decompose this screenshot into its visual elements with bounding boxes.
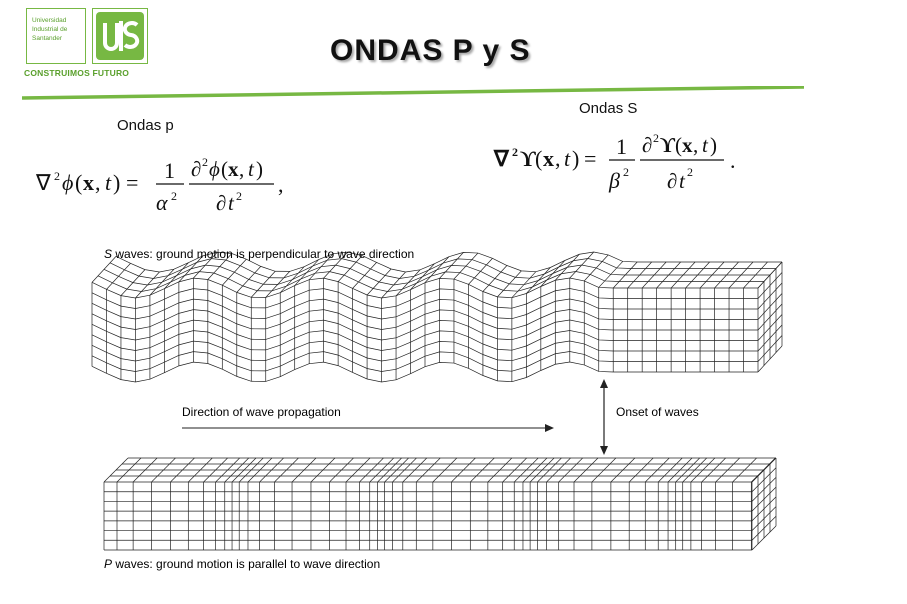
svg-text:(: ( <box>535 146 542 171</box>
svg-text:): ) <box>256 157 263 181</box>
uis-emblem-icon <box>92 8 148 64</box>
svg-text:=: = <box>126 170 138 195</box>
page-title: ONDAS P y S <box>330 34 531 67</box>
label-p-waves: Ondas p <box>117 117 174 134</box>
svg-text:t: t <box>228 191 235 215</box>
svg-text:∂: ∂ <box>667 169 677 193</box>
svg-text:2: 2 <box>687 165 693 179</box>
svg-text:2: 2 <box>236 189 242 203</box>
svg-text:t: t <box>679 169 686 193</box>
logo-text-box: Universidad Industrial de Santander <box>26 8 86 64</box>
svg-text:∇: ∇ <box>35 170 51 195</box>
svg-text:∂: ∂ <box>216 191 226 215</box>
s-wave-caption: S waves: ground motion is perpendicular … <box>104 247 414 261</box>
p-wave-equation: ∇ 2 ϕ ( x , t ) = 1 α 2 ∂ 2 ϕ ( x , t ) … <box>35 155 284 215</box>
logo-text-line1: Universidad <box>32 17 67 24</box>
p-wave-block <box>103 457 777 551</box>
svg-text:x: x <box>682 133 693 157</box>
svg-text:): ) <box>572 146 579 171</box>
svg-text:=: = <box>584 146 596 171</box>
svg-text:2: 2 <box>171 189 177 203</box>
p-wave-caption: P waves: ground motion is parallel to wa… <box>104 557 380 571</box>
svg-text:1: 1 <box>164 158 175 183</box>
logo-motto: CONSTRUIMOS FUTURO <box>24 68 130 78</box>
university-logo: Universidad Industrial de Santander CONS… <box>22 6 148 82</box>
svg-text:2: 2 <box>202 155 208 169</box>
svg-text:∂: ∂ <box>642 133 652 157</box>
svg-text:t: t <box>105 170 112 195</box>
onset-arrow-icon <box>600 379 608 455</box>
s-wave-equation: ∇ 2 ϒ ( x , t ) = 1 β 2 ∂ 2 ϒ ( x , t ) … <box>493 131 736 193</box>
direction-label: Direction of wave propagation <box>182 405 341 419</box>
onset-label: Onset of waves <box>616 405 699 419</box>
svg-text:∂: ∂ <box>191 157 201 181</box>
svg-text:): ) <box>710 133 717 157</box>
svg-text:(: ( <box>75 170 82 195</box>
svg-text:2: 2 <box>653 131 659 145</box>
svg-text:2: 2 <box>623 165 629 179</box>
svg-text:2: 2 <box>54 169 60 183</box>
svg-text:.: . <box>730 148 736 173</box>
svg-text:(: ( <box>675 133 682 157</box>
svg-text:ϒ: ϒ <box>520 146 536 171</box>
svg-text:(: ( <box>221 157 228 181</box>
svg-text:,: , <box>555 146 561 171</box>
svg-text:t: t <box>248 157 255 181</box>
svg-text:x: x <box>83 170 94 195</box>
svg-text:x: x <box>228 157 239 181</box>
svg-text:2: 2 <box>512 145 518 159</box>
svg-text:ϒ: ϒ <box>660 133 676 157</box>
svg-text:t: t <box>702 133 709 157</box>
direction-arrow-icon <box>182 424 554 432</box>
svg-text:,: , <box>239 157 244 181</box>
svg-text:β: β <box>608 168 620 193</box>
svg-text:ϕ: ϕ <box>62 170 73 195</box>
svg-text:,: , <box>278 172 284 197</box>
svg-text:,: , <box>693 133 698 157</box>
wave-diagram: S waves: ground motion is perpendicular … <box>91 247 783 571</box>
svg-text:,: , <box>95 170 101 195</box>
svg-text:∇: ∇ <box>493 146 510 171</box>
svg-text:t: t <box>564 146 571 171</box>
green-divider <box>22 86 804 100</box>
svg-text:α: α <box>156 190 168 215</box>
svg-text:ϕ: ϕ <box>209 157 220 181</box>
svg-text:1: 1 <box>616 134 627 159</box>
label-s-waves: Ondas S <box>579 100 638 117</box>
svg-text:x: x <box>543 146 554 171</box>
s-wave-block <box>91 251 783 383</box>
logo-text-line3: Santander <box>32 35 62 42</box>
svg-text:): ) <box>113 170 120 195</box>
logo-text-line2: Industrial de <box>32 26 68 33</box>
